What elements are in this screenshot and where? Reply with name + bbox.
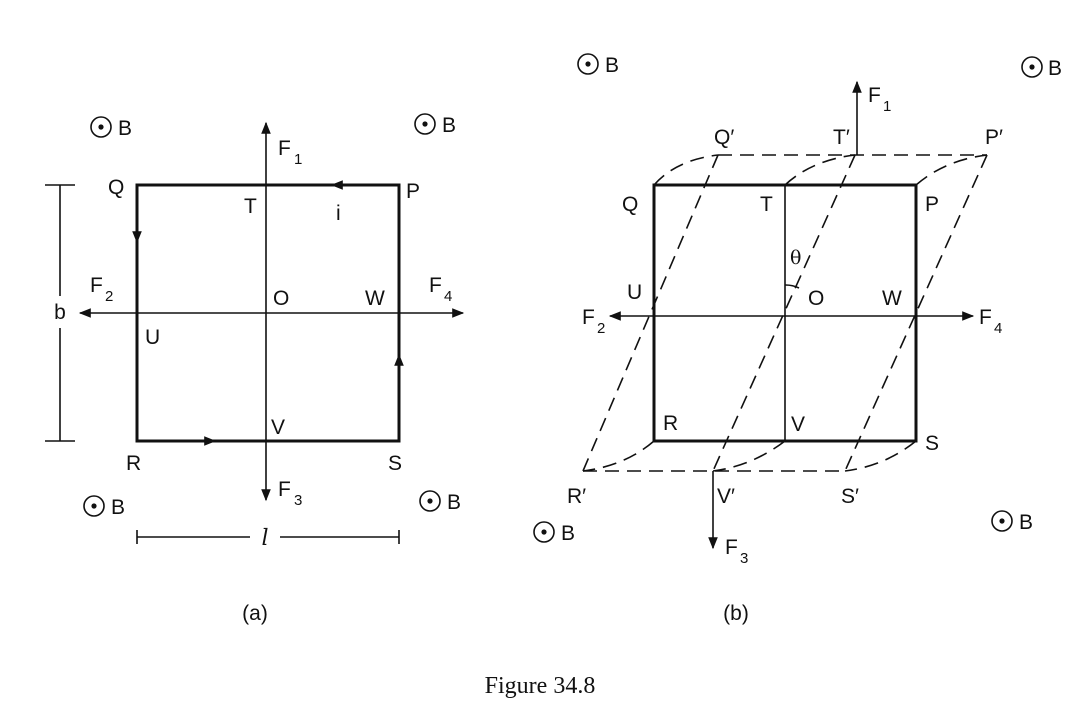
label-t-prime: T′ [833,126,850,149]
arc-s [844,440,917,472]
label-f3: F 3 [278,478,302,509]
svg-text:B: B [111,496,125,519]
label-f2-b: F 2 [582,306,605,337]
label-t: T [244,195,257,218]
svg-text:F: F [278,137,291,160]
label-p-b: P [925,193,939,216]
width-label: l [261,526,268,551]
caption-b: (b) [723,602,749,625]
label-s: S [388,452,402,475]
arc-p [915,154,988,186]
label-f4: F 4 [429,274,452,305]
label-current: i [336,202,341,225]
svg-text:F: F [278,478,291,501]
svg-text:2: 2 [597,320,605,337]
label-f1: F 1 [278,137,302,168]
svg-text:F: F [868,84,881,107]
label-r: R [126,452,141,475]
svg-text:F: F [582,306,595,329]
svg-text:4: 4 [994,320,1002,337]
svg-text:3: 3 [740,550,748,567]
arc-v [712,440,786,472]
arc-q [653,154,719,186]
label-f4-b: F 4 [979,306,1002,337]
field-marker-b-bl: B [533,521,575,545]
svg-text:F: F [725,536,738,559]
panel-b: θ Q P R S T U V W O Q′ T′ P′ R′ V′ S′ F … [533,53,1062,625]
svg-text:B: B [447,491,461,514]
arc-t [784,154,856,186]
label-p: P [406,180,420,203]
label-v-prime: V′ [717,485,735,508]
field-marker-a-bl: B [83,495,125,519]
label-f1-b: F 1 [868,84,891,115]
label-s-b: S [925,432,939,455]
label-u: U [145,326,160,349]
field-marker-a-br: B [419,490,461,514]
svg-text:2: 2 [105,288,113,305]
svg-text:4: 4 [444,288,452,305]
field-marker-b-tr: B [1021,56,1062,80]
label-q-b: Q [622,193,638,216]
label-q-prime: Q′ [714,126,734,149]
label-r-prime: R′ [567,485,586,508]
svg-text:1: 1 [883,98,891,115]
field-marker-b-br: B [991,510,1033,534]
figure-caption: Figure 34.8 [485,673,596,699]
svg-text:F: F [90,274,103,297]
svg-text:F: F [979,306,992,329]
svg-text:B: B [561,522,575,545]
label-w-b: W [882,287,902,310]
angle-arc [784,284,800,289]
rotated-center-line [712,154,856,472]
svg-text:F: F [429,274,442,297]
label-p-prime: P′ [985,126,1003,149]
svg-text:B: B [1048,57,1062,80]
rotated-edge-right [844,154,988,472]
label-r-b: R [663,412,678,435]
svg-text:1: 1 [294,151,302,168]
height-label: b [54,301,66,324]
rotated-edge-left [582,154,719,472]
label-theta: θ [790,247,801,269]
label-s-prime: S′ [841,485,859,508]
label-w: W [365,287,385,310]
svg-text:3: 3 [294,492,302,509]
label-v-b: V [791,413,805,436]
svg-text:B: B [1019,511,1033,534]
field-marker-a-tl: B [90,116,132,140]
svg-text:B: B [118,117,132,140]
label-o-b: O [808,287,824,310]
arc-r [582,440,655,472]
label-u-b: U [627,281,642,304]
caption-a: (a) [242,602,268,625]
svg-text:B: B [605,54,619,77]
field-marker-b-tl: B [577,53,619,77]
label-f3-b: F 3 [725,536,748,567]
svg-text:B: B [442,114,456,137]
label-t-b: T [760,193,773,216]
label-f2: F 2 [90,274,113,305]
label-o: O [273,287,289,310]
label-q: Q [108,176,124,199]
panel-a: b l Q P R S T U V W O i F 1 F 2 F 3 F [45,113,465,625]
label-v: V [271,416,285,439]
field-marker-a-tr: B [414,113,456,137]
